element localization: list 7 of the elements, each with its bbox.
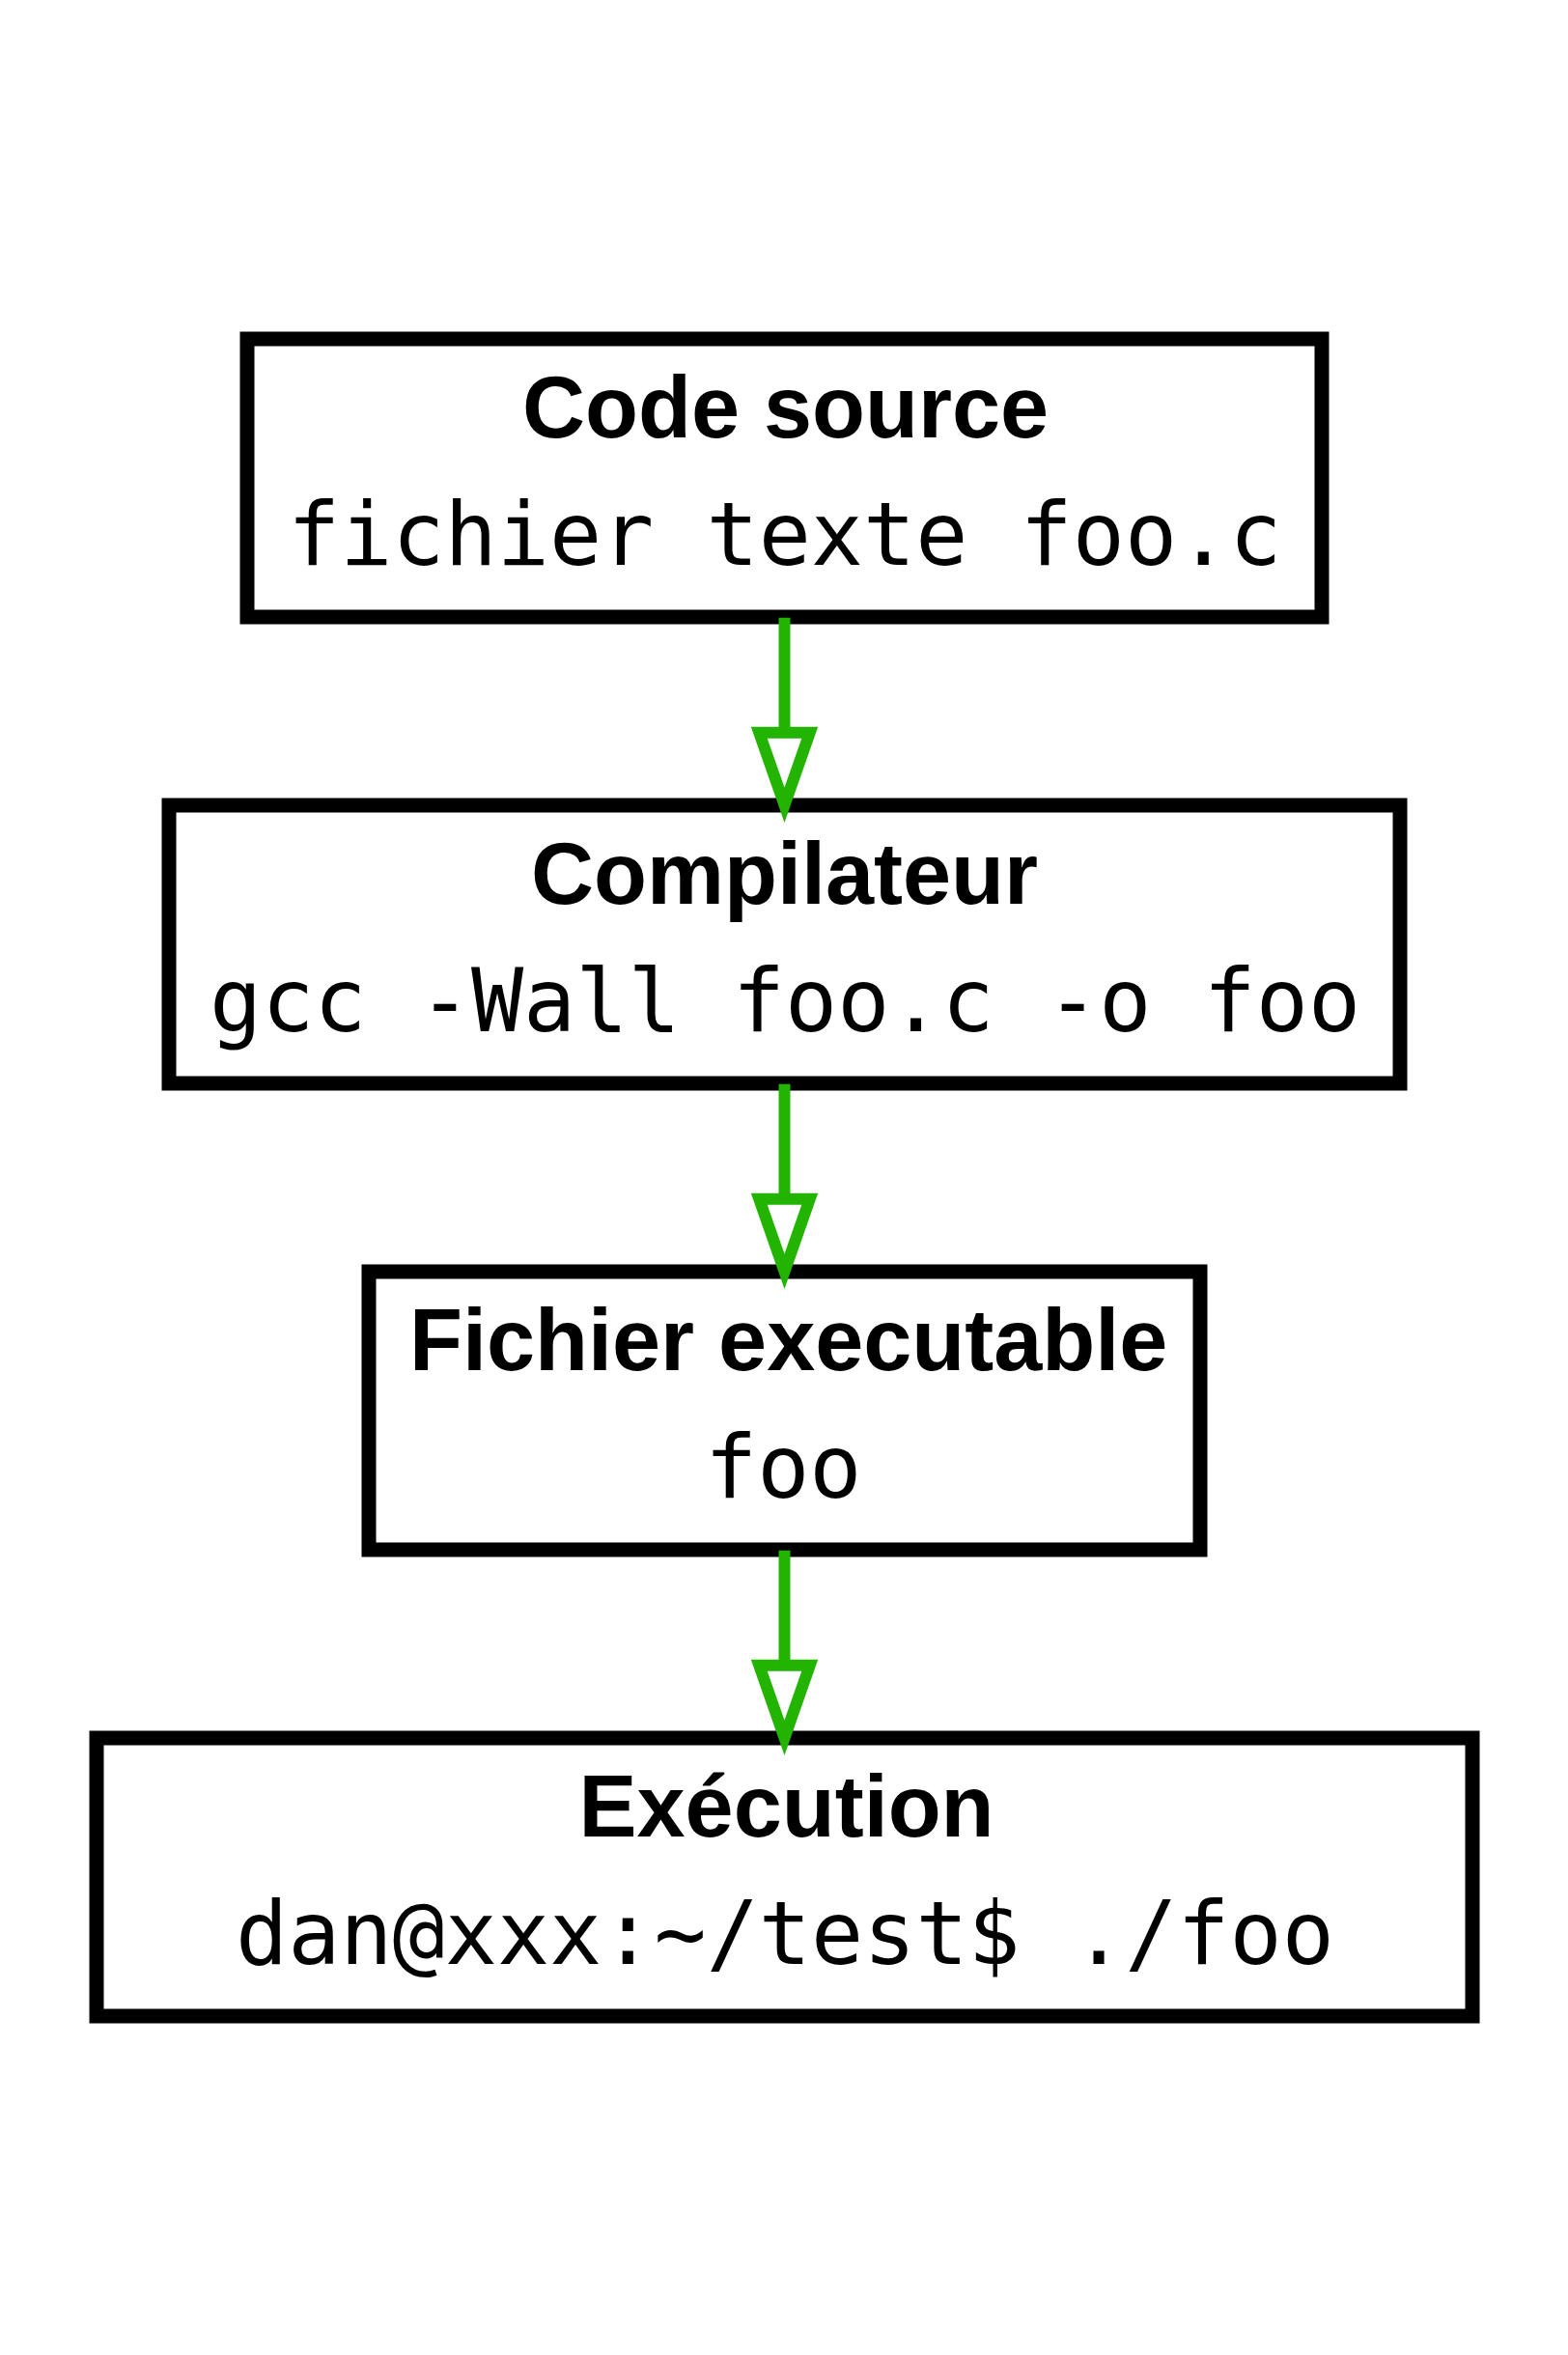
arrow bbox=[750, 1550, 818, 1755]
node-box: Exécution dan@xxx:~/test$ ./foo bbox=[89, 1730, 1479, 2024]
node-box: Code source fichier texte foo.c bbox=[239, 331, 1329, 625]
arrow bbox=[750, 1083, 818, 1289]
node-box: Fichier executable foo bbox=[361, 1264, 1207, 1557]
node-box: Compilateur gcc -Wall foo.c -o foo bbox=[161, 798, 1407, 1091]
arrow bbox=[750, 617, 818, 823]
